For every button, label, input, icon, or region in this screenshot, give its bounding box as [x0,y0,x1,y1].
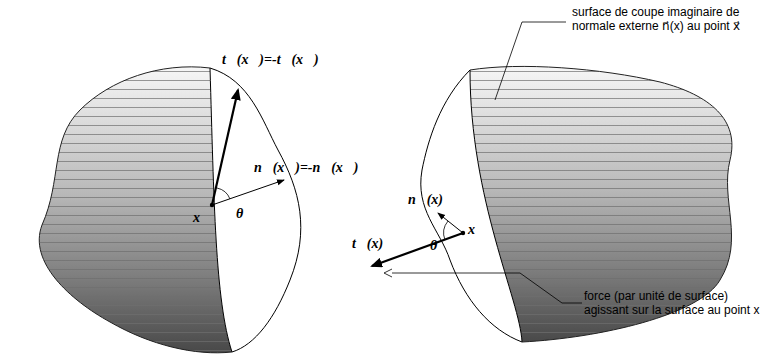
vector-equation: t⃗(x⃗)=-t⃗(x⃗) [222,52,319,68]
annotation-note: force (par unité de surface) agissant su… [584,290,760,318]
point-label: x⃗ [193,210,211,226]
vector-label: n⃗(x) [408,192,443,208]
annotation-note: surface de coupe imaginaire de normale e… [572,6,758,34]
angle-symbol: θ [430,238,437,254]
vector-equation: n⃗(x⃗)=-n⃗(x⃗) [254,160,358,176]
point-label: x⃗ [468,222,486,238]
vector-label: t⃗(x) [352,236,383,252]
angle-symbol: θ [236,206,243,222]
